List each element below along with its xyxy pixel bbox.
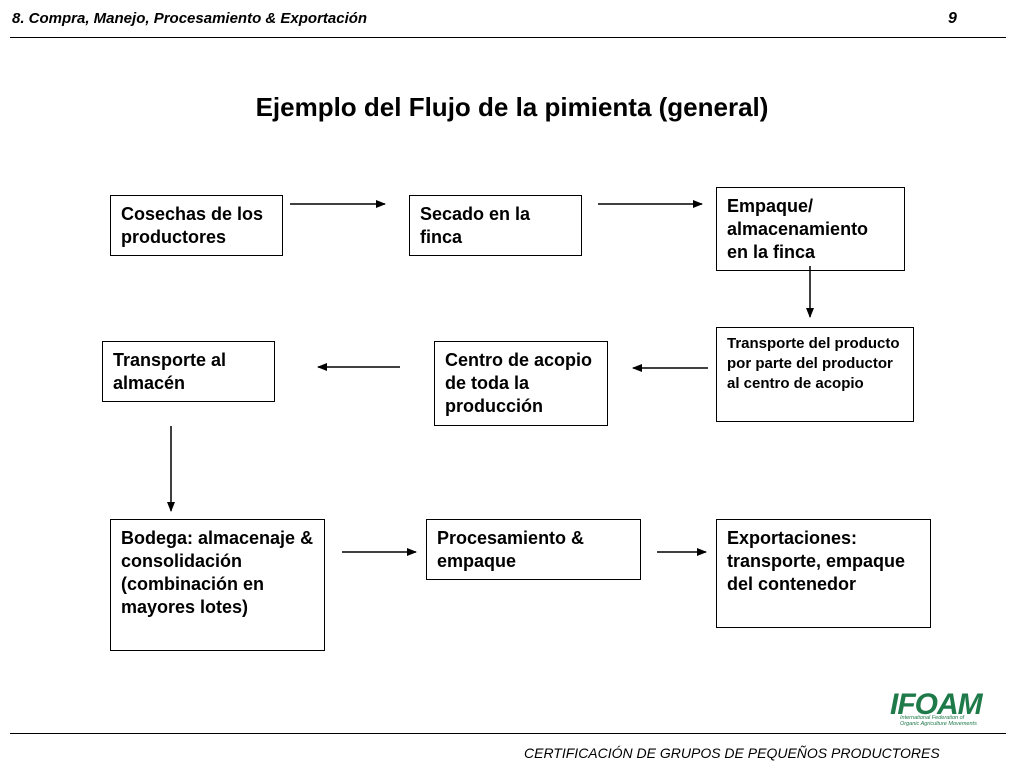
ifoam-logo-subtitle: International Federation of Organic Agri… [900,715,977,727]
header-divider [10,37,1006,38]
node-centro-acopio: Centro de acopio de toda la producción [434,341,608,426]
footer-text: CERTIFICACIÓN DE GRUPOS DE PEQUEÑOS PROD… [524,745,940,761]
node-transporte-almacen: Transporte al almacén [102,341,275,402]
node-bodega: Bodega: almacenaje & consolidación (comb… [110,519,325,651]
node-secado-label: Secado en la finca [420,204,531,247]
node-transporte-productor: Transporte del producto por parte del pr… [716,327,914,422]
node-procesamiento-label: Procesamiento & empaque [437,528,585,571]
node-transporte-almacen-label: Transporte al almacén [113,350,227,393]
ifoam-logo-wordmark: IFOAM [890,688,983,721]
node-exportaciones-label: Exportaciones: transporte, empaque del c… [727,528,906,594]
page-number: 9 [948,10,957,27]
ifoam-logo: IFOAM International Federation of Organi… [890,688,983,727]
node-cosechas-label: Cosechas de los productores [121,204,264,247]
page-title: Ejemplo del Flujo de la pimienta (genera… [255,92,769,122]
node-empaque-finca-label: Empaque/ almacenamiento en la finca [727,196,869,262]
node-transporte-productor-label: Transporte del producto por parte del pr… [727,335,900,392]
node-secado: Secado en la finca [409,195,582,256]
node-cosechas: Cosechas de los productores [110,195,283,256]
node-bodega-label: Bodega: almacenaje & consolidación (comb… [121,528,314,617]
header-section-title: 8. Compra, Manejo, Procesamiento & Expor… [12,10,368,27]
footer-divider [10,733,1006,734]
node-centro-acopio-label: Centro de acopio de toda la producción [445,350,593,416]
node-exportaciones: Exportaciones: transporte, empaque del c… [716,519,931,628]
node-procesamiento: Procesamiento & empaque [426,519,641,580]
